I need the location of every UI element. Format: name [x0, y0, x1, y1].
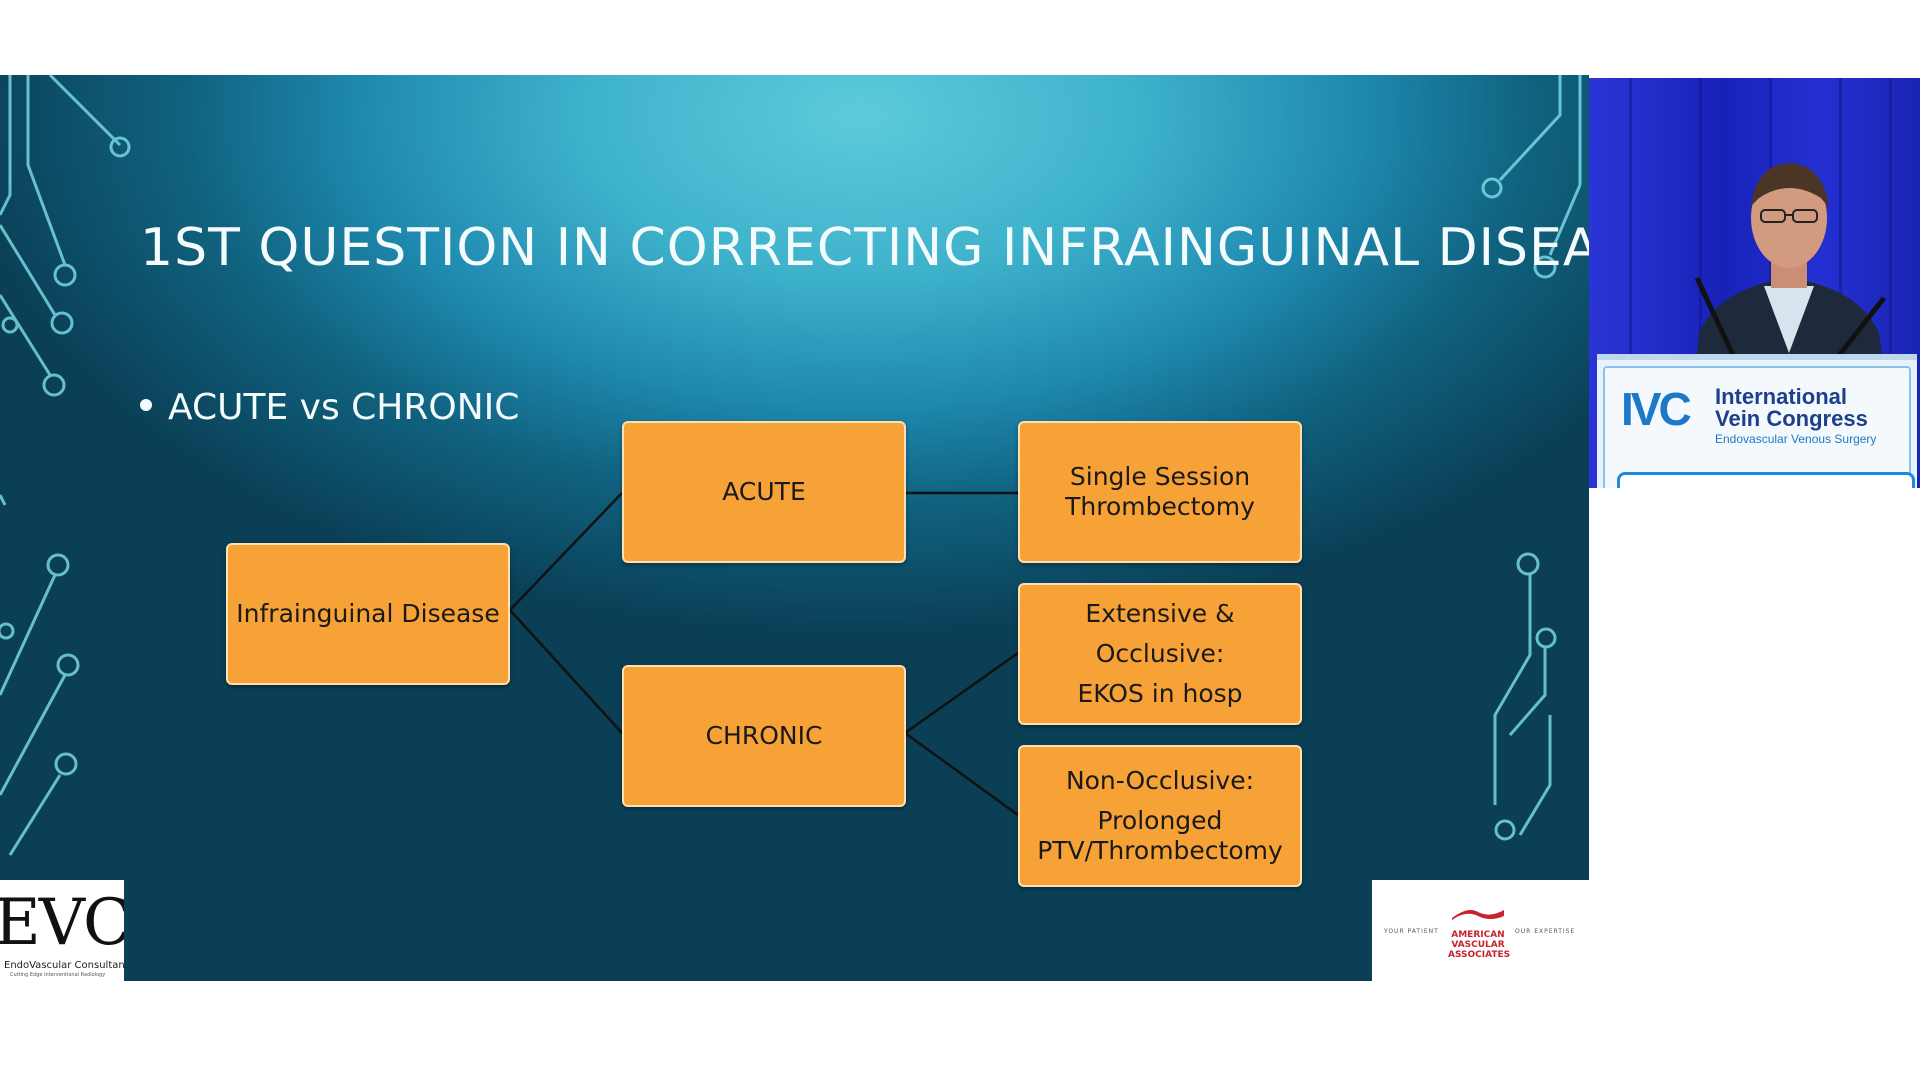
ivc-title-line: International: [1715, 384, 1848, 409]
podium: IVC International Vein Congress Endovasc…: [1597, 354, 1917, 488]
ava-name-line: ASSOCIATES: [1448, 950, 1511, 960]
ava-logo: YOUR PATIENT AMERICAN VASCULAR ASSOCIATE…: [1372, 880, 1589, 981]
presentation-slide: 1ST QUESTION IN CORRECTING INFRAINGUINAL…: [0, 75, 1589, 981]
node-label: CHRONIC: [705, 721, 823, 750]
ava-name-line: VASCULAR: [1451, 940, 1505, 950]
node-label-line: Single Session: [1069, 462, 1251, 491]
node-label-line: PTV/Thrombectomy: [1037, 836, 1283, 865]
node-label-line: Thrombectomy: [1065, 492, 1255, 521]
bullet-point: ACUTE vs CHRONIC: [140, 387, 519, 428]
bullet-text: ACUTE vs CHRONIC: [168, 387, 520, 428]
slide-title: 1ST QUESTION IN CORRECTING INFRAINGUINAL…: [140, 218, 1589, 278]
node-extensive-occlusive: Extensive & Occlusive: EKOS in hosp: [1018, 583, 1302, 725]
evc-logo-tagline: Cutting Edge Interventional Radiology: [10, 972, 106, 978]
ava-name-line: AMERICAN: [1451, 930, 1505, 940]
node-label-line: EKOS in hosp: [1077, 679, 1243, 708]
evc-logo-mark: EVC: [0, 886, 124, 960]
node-acute: ACUTE: [622, 421, 906, 563]
evc-logo: EVC EndoVascular Consultants Cutting Edg…: [0, 880, 124, 981]
bullet-icon: [140, 399, 152, 411]
speaker-video: IVC International Vein Congress Endovasc…: [1589, 78, 1920, 488]
ava-right-tagline: OUR EXPERTISE: [1515, 928, 1576, 935]
flag-icon: [1452, 910, 1504, 920]
ivc-title-line: Vein Congress: [1715, 406, 1868, 431]
node-label-line: Prolonged: [1097, 806, 1223, 835]
node-label-line: Non-Occlusive:: [1065, 766, 1255, 795]
node-label: Infrainguinal Disease: [236, 599, 500, 628]
ivc-logo-title: International Vein Congress: [1715, 386, 1868, 430]
ivc-logo-subtitle: Endovascular Venous Surgery: [1715, 432, 1877, 446]
node-label-line: Extensive & Occlusive:: [1085, 599, 1235, 668]
node-non-occlusive: Non-Occlusive: Prolonged PTV/Thrombectom…: [1018, 745, 1302, 887]
circuit-decoration: [0, 75, 1582, 856]
node-label: ACUTE: [722, 477, 806, 506]
ava-logo-name: AMERICAN VASCULAR ASSOCIATES: [1448, 930, 1511, 960]
node-infrainguinal-disease: Infrainguinal Disease: [226, 543, 510, 685]
evc-logo-name: EndoVascular Consultants: [4, 960, 124, 971]
node-chronic: CHRONIC: [622, 665, 906, 807]
ivc-logo-mark: IVC: [1621, 383, 1692, 435]
node-single-session-thrombectomy: Single Session Thrombectomy: [1018, 421, 1302, 563]
ava-left-tagline: YOUR PATIENT: [1384, 928, 1439, 935]
